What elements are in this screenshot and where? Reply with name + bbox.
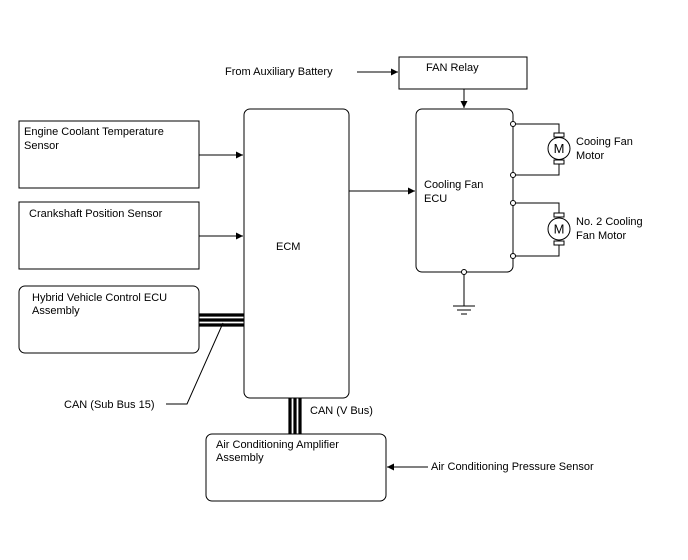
cooling-fan-ecu-line-1: Cooling Fan [424, 179, 483, 191]
coolant-sensor-line-1: Engine Coolant Temperature [24, 126, 164, 138]
fan-motor-2-line-2: Fan Motor [576, 230, 626, 242]
coolant-sensor-line-2: Sensor [24, 140, 59, 152]
motor-2-wire-bottom [513, 244, 560, 257]
fan-relay-label: FAN Relay [426, 62, 479, 74]
fan-motor-1-icon [547, 137, 571, 160]
hv-ecu-line-1: Hybrid Vehicle Control ECU [32, 292, 167, 304]
ecu-terminal-4 [510, 253, 516, 259]
ac-amplifier-line-2: Assembly [216, 452, 264, 464]
cooling-fan-ecu-line-2: ECU [424, 193, 447, 205]
ground-terminal [461, 269, 467, 275]
motor-1-brush-top [553, 132, 565, 138]
can-sub-bus-leader [166, 322, 224, 405]
fan-motor-2-icon [547, 217, 571, 241]
coolant-sensor-label: Engine Coolant Temperature Sensor [24, 126, 167, 152]
motor-1-wire-bottom [513, 163, 560, 176]
cooling-fan-ecu-label: Cooling Fan ECU [424, 179, 486, 205]
motor-1-wire-top [513, 123, 560, 134]
ac-amplifier-line-1: Air Conditioning Amplifier [216, 439, 339, 451]
motor-1-symbol: M [554, 141, 565, 156]
crank-sensor-box [18, 201, 200, 270]
ecu-terminal-2 [510, 172, 516, 178]
hv-ecu-label: Hybrid Vehicle Control ECU Assembly [32, 292, 170, 317]
motor-2-symbol: M [554, 222, 565, 237]
fan-motor-1-line-1: Cooing Fan [576, 136, 633, 148]
ac-amplifier-box [205, 433, 387, 502]
ecm-box [243, 108, 350, 399]
motor-2-wire-top [513, 202, 560, 214]
can-v-bus-label: CAN (V Bus) [310, 405, 373, 417]
crank-sensor-label: Crankshaft Position Sensor [29, 208, 163, 220]
motor-2-brush-bottom [553, 240, 565, 246]
ecu-terminal-3 [510, 200, 516, 206]
can-sub-bus-label: CAN (Sub Bus 15) [64, 399, 154, 411]
fan-relay-box [398, 56, 528, 90]
hv-ecu-line-2: Assembly [32, 305, 80, 317]
ac-pressure-label: Air Conditioning Pressure Sensor [431, 461, 594, 473]
fan-motor-1-line-2: Motor [576, 150, 604, 162]
aux-battery-label: From Auxiliary Battery [225, 66, 333, 78]
motor-1-brush-bottom [553, 159, 565, 165]
ecu-terminal-1 [510, 121, 516, 127]
fan-motor-2-line-1: No. 2 Cooling [576, 216, 643, 228]
coolant-sensor-box [18, 120, 200, 189]
fan-motor-2-label: No. 2 Cooling Fan Motor [576, 216, 646, 242]
motor-2-brush-top [553, 212, 565, 218]
fan-motor-1-label: Cooing Fan Motor [576, 136, 636, 162]
ac-amplifier-label: Air Conditioning Amplifier Assembly [216, 439, 342, 464]
ecm-label: ECM [276, 241, 300, 253]
